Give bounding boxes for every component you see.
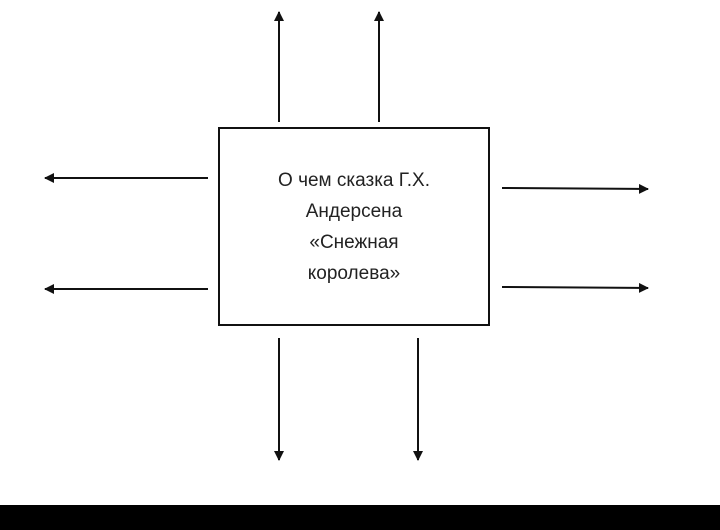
label-line: королева» (307, 262, 401, 284)
center-box-label: О чем сказка Г.Х. Андерсена «Снежная кор… (254, 165, 454, 289)
label-line: О чем сказка Г.Х. (278, 169, 430, 191)
center-box: О чем сказка Г.Х. Андерсена «Снежная кор… (218, 127, 490, 326)
label-line: Андерсена (305, 200, 403, 222)
arrow-right-1 (501, 183, 649, 194)
arrow-right-2 (501, 282, 649, 293)
bottom-black-band (0, 505, 720, 530)
label-line: «Снежная (309, 231, 399, 253)
